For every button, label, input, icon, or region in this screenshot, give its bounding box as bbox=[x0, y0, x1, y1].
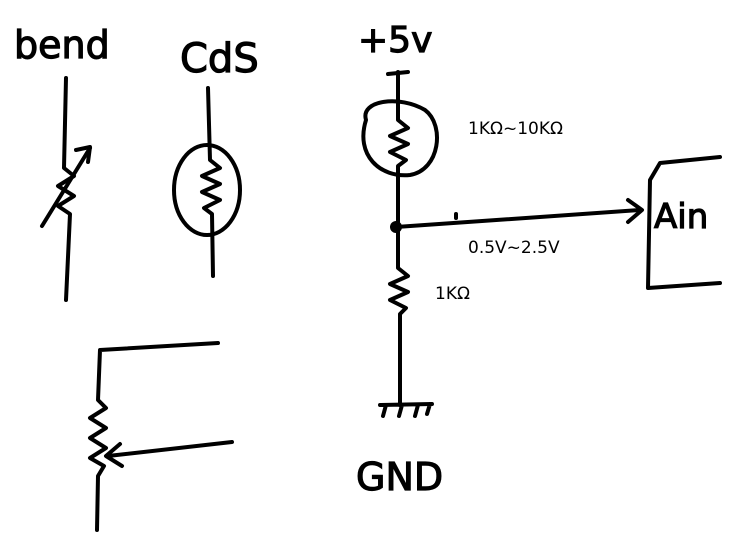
bend-label: bend bbox=[14, 23, 110, 67]
potentiometer-symbol bbox=[88, 341, 234, 532]
bottom-resistor-value: 1KΩ bbox=[435, 284, 470, 304]
top-resistor-value: 1KΩ~10KΩ bbox=[468, 119, 563, 139]
bend-sensor-symbol bbox=[40, 76, 92, 302]
voltage-divider bbox=[361, 70, 644, 418]
cds-label: CdS bbox=[180, 36, 259, 82]
analog-input-block bbox=[646, 155, 722, 290]
supply-label: +5v bbox=[358, 20, 432, 61]
analog-input-label: Ain bbox=[654, 197, 708, 237]
output-voltage-range: 0.5V~2.5V bbox=[468, 238, 560, 258]
ground-label: GND bbox=[356, 455, 443, 499]
cds-photoresistor-symbol bbox=[172, 86, 242, 278]
